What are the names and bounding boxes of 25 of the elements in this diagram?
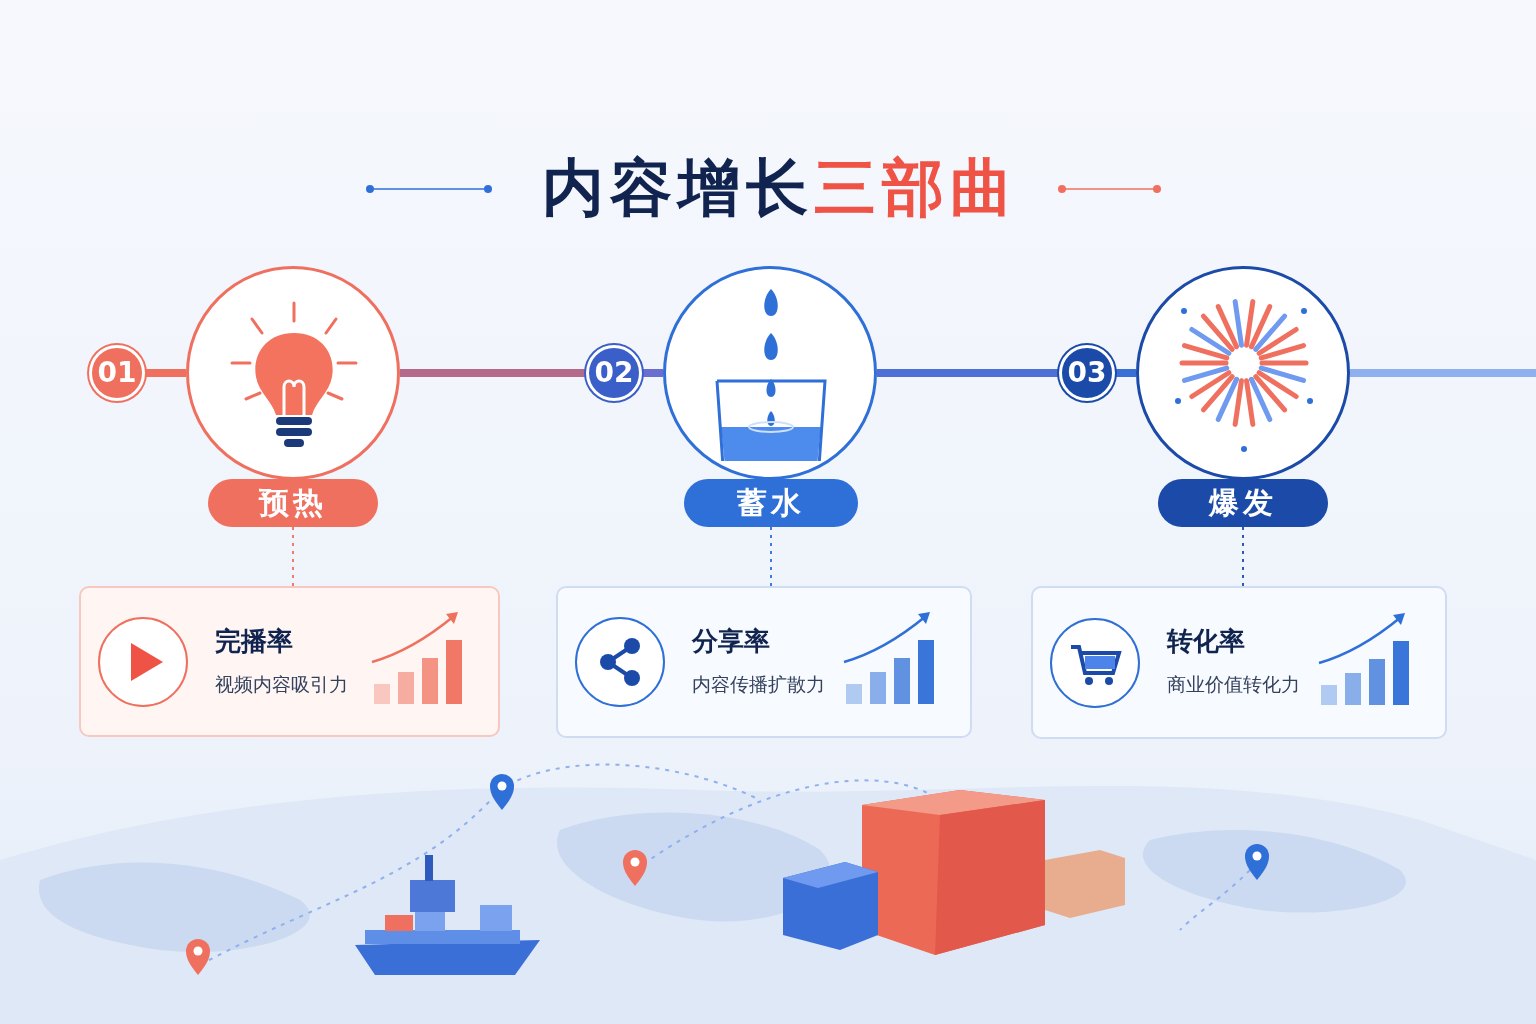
metric-description: 视频内容吸引力 bbox=[215, 672, 348, 697]
metric-description: 商业价值转化力 bbox=[1167, 672, 1300, 697]
timeline-line bbox=[400, 369, 586, 377]
stage-label: 蓄水 bbox=[684, 479, 858, 527]
timeline-line bbox=[1350, 369, 1536, 377]
title: 内容增长三部曲 bbox=[541, 150, 1019, 226]
stage-label: 预热 bbox=[208, 479, 378, 527]
metric-card bbox=[1031, 586, 1447, 739]
timeline-line bbox=[877, 369, 1059, 377]
dotted-connector bbox=[1242, 526, 1244, 587]
metric-card bbox=[79, 586, 500, 737]
metric-title: 转化率 bbox=[1167, 625, 1245, 658]
dotted-connector bbox=[770, 526, 772, 587]
timeline-line bbox=[1115, 369, 1136, 377]
stage-label: 爆发 bbox=[1158, 479, 1328, 527]
timeline-line bbox=[642, 369, 663, 377]
step-badge: 01 bbox=[89, 345, 145, 401]
metric-description: 内容传播扩散力 bbox=[692, 672, 825, 697]
timeline-line bbox=[145, 369, 186, 377]
step-badge: 02 bbox=[586, 345, 642, 401]
step-badge: 03 bbox=[1059, 345, 1115, 401]
metric-title: 分享率 bbox=[692, 625, 770, 658]
metric-title: 完播率 bbox=[215, 625, 293, 658]
metric-card bbox=[556, 586, 972, 738]
dotted-connector bbox=[292, 526, 294, 587]
